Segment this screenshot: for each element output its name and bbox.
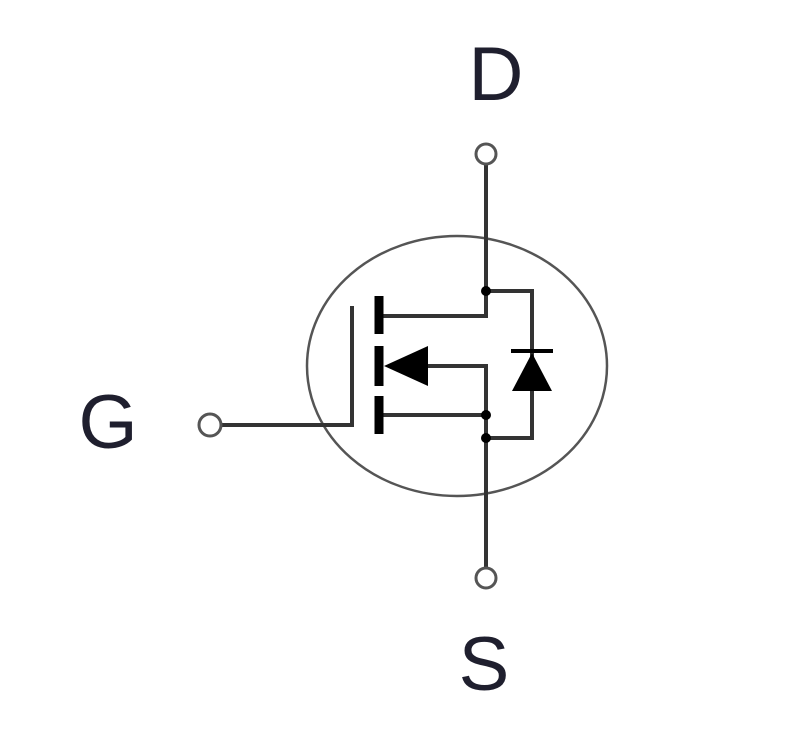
- source-junction-dot-upper: [481, 410, 491, 420]
- drain-label: D: [469, 32, 524, 117]
- gate-pin: [197, 412, 223, 438]
- transistor-envelope: [305, 234, 609, 498]
- source-junction-dot-lower: [481, 433, 491, 443]
- diode-triangle-icon: [512, 353, 552, 391]
- drain-junction-dot: [481, 286, 491, 296]
- gate-label: G: [78, 380, 137, 465]
- source-pin: [474, 566, 498, 590]
- channel-arrow-icon: [384, 346, 428, 386]
- drain-pin: [474, 142, 498, 166]
- source-label: S: [459, 622, 510, 707]
